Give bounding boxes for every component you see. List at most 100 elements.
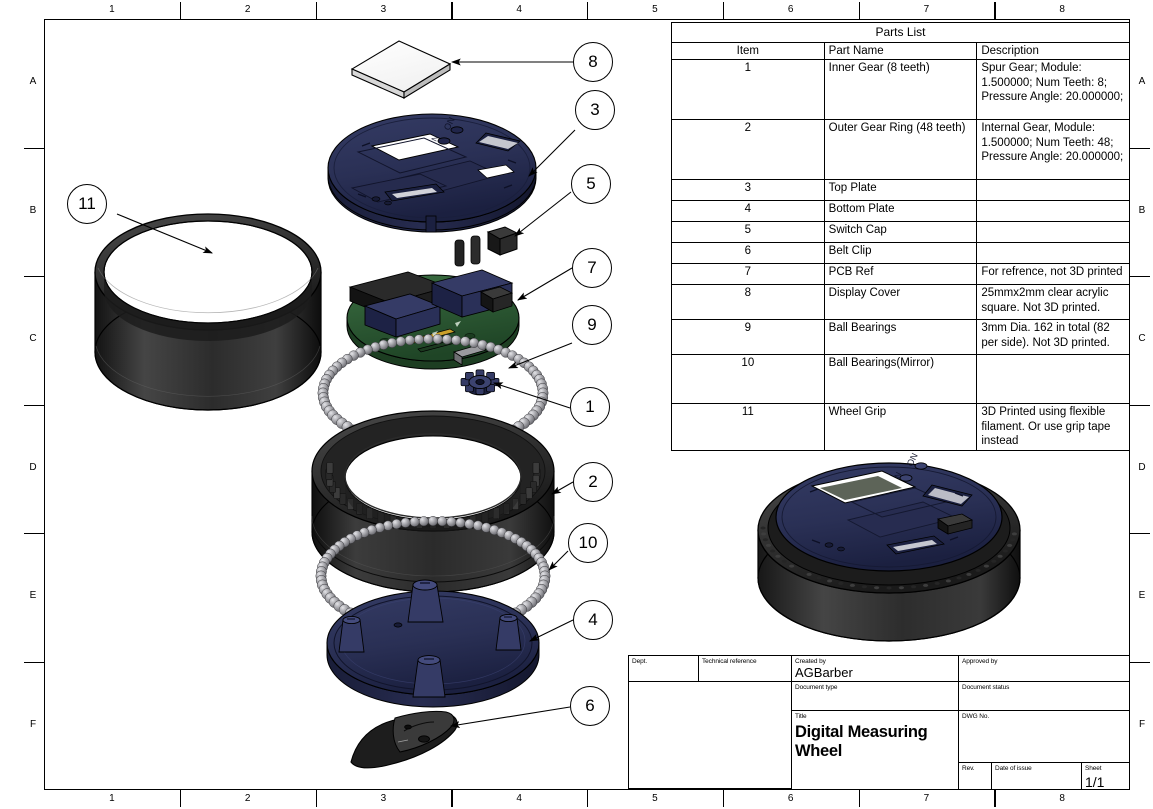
balloon-5[interactable]: 5 xyxy=(571,164,611,204)
column-header-description: Description xyxy=(976,41,1130,61)
field-document-type: Document type xyxy=(792,682,959,711)
cell-part-name: Inner Gear (8 teeth) xyxy=(823,59,978,121)
cell-part-name: Ball Bearings(Mirror) xyxy=(823,354,978,405)
cell-description xyxy=(976,242,1130,265)
zone-tick-vertical xyxy=(858,2,860,19)
zone-label-F-right: F xyxy=(1138,718,1146,730)
zone-tick-vertical xyxy=(587,2,589,19)
zone-label-8-top: 8 xyxy=(1059,4,1065,15)
cell-description: 3mm Dia. 162 in total (82 per side). Not… xyxy=(976,319,1130,356)
zone-label-E-left: E xyxy=(29,590,37,602)
zone-label-3-top: 3 xyxy=(380,4,387,15)
balloon-8[interactable]: 8 xyxy=(573,42,613,82)
zone-label-1-top: 1 xyxy=(109,4,115,15)
balloon-6[interactable]: 6 xyxy=(570,686,610,726)
zone-tick-horizontal xyxy=(1130,404,1150,406)
zone-label-D-left: D xyxy=(29,461,37,473)
zone-label-5-bottom: 5 xyxy=(652,793,658,804)
zone-tick-vertical xyxy=(315,790,317,807)
zone-label-7-bottom: 7 xyxy=(923,793,930,804)
cell-item-number: 9 xyxy=(671,319,825,356)
cell-item-number: 3 xyxy=(671,179,825,202)
zone-tick-vertical xyxy=(994,2,996,19)
zone-label-7-top: 7 xyxy=(923,4,930,15)
column-header-item: Item xyxy=(671,41,825,61)
cell-item-number: 1 xyxy=(671,59,825,121)
zone-tick-vertical xyxy=(451,2,453,19)
zone-label-2-top: 2 xyxy=(244,4,251,15)
zone-label-C-left: C xyxy=(29,333,37,345)
zone-tick-vertical xyxy=(179,2,182,19)
field-dwg-no: DWG No. xyxy=(959,711,1129,763)
zone-tick-horizontal xyxy=(24,533,44,535)
cell-description: 3D Printed using flexible filament. Or u… xyxy=(976,403,1130,451)
cell-part-name: Top Plate xyxy=(823,179,978,202)
balloon-1[interactable]: 1 xyxy=(570,387,610,427)
cell-description: Spur Gear; Module: 1.500000; Num Teeth: … xyxy=(976,59,1130,121)
cell-item-number: 11 xyxy=(671,403,825,451)
zone-label-6-top: 6 xyxy=(787,4,794,15)
zone-label-4-bottom: 4 xyxy=(516,793,522,804)
zone-label-8-bottom: 8 xyxy=(1059,793,1065,804)
zone-tick-horizontal xyxy=(24,661,44,663)
cell-item-number: 10 xyxy=(671,354,825,405)
zone-tick-vertical xyxy=(587,790,589,807)
cell-part-name: Bottom Plate xyxy=(823,200,978,223)
cell-item-number: 6 xyxy=(671,242,825,265)
zone-label-C-right: C xyxy=(1138,333,1146,345)
zone-label-A-right: A xyxy=(1138,76,1146,88)
cell-part-name: Ball Bearings xyxy=(823,319,978,356)
balloon-2[interactable]: 2 xyxy=(573,462,613,502)
zone-label-B-right: B xyxy=(1138,204,1146,216)
field-date-of-issue: Date of issue xyxy=(992,763,1082,789)
field-title: Title Digital Measuring Wheel xyxy=(792,711,959,789)
field-sheet: Sheet 1/1 xyxy=(1082,763,1129,789)
zone-label-F-left: F xyxy=(29,718,37,730)
balloon-7[interactable]: 7 xyxy=(572,248,612,288)
balloon-11[interactable]: 11 xyxy=(67,184,107,224)
cell-description: Internal Gear, Module: 1.500000; Num Tee… xyxy=(976,119,1130,181)
title-block: Dept. Technical reference Created by AGB… xyxy=(628,655,1130,790)
balloon-9[interactable]: 9 xyxy=(572,305,612,345)
zone-tick-horizontal xyxy=(1130,533,1150,535)
cell-item-number: 8 xyxy=(671,284,825,321)
field-approved-by: Approved by xyxy=(959,656,1129,682)
parts-list-header-row: Item Part Name Description xyxy=(671,41,1130,61)
sheet-number-value: 1/1 xyxy=(1085,774,1105,789)
field-rev: Rev. xyxy=(959,763,992,789)
cell-item-number: 7 xyxy=(671,263,825,286)
zone-tick-vertical xyxy=(179,790,182,807)
column-header-part-name: Part Name xyxy=(823,41,978,61)
zone-tick-horizontal xyxy=(24,147,44,149)
balloon-4[interactable]: 4 xyxy=(573,600,613,640)
cell-part-name: Outer Gear Ring (48 teeth) xyxy=(823,119,978,181)
cell-item-number: 4 xyxy=(671,200,825,223)
zone-tick-vertical xyxy=(858,790,860,807)
zone-tick-horizontal xyxy=(1130,661,1150,663)
field-document-status: Document status xyxy=(959,682,1129,711)
field-dept: Dept. xyxy=(629,656,699,682)
balloon-10[interactable]: 10 xyxy=(568,523,608,563)
zone-tick-horizontal xyxy=(24,276,44,278)
drawing-title-value: Digital Measuring Wheel xyxy=(795,723,928,761)
zone-label-3-bottom: 3 xyxy=(380,793,387,804)
cell-description xyxy=(976,200,1130,223)
balloon-3[interactable]: 3 xyxy=(575,90,615,130)
zone-tick-vertical xyxy=(315,2,317,19)
zone-label-A-left: A xyxy=(29,76,37,88)
cell-part-name: Belt Clip xyxy=(823,242,978,265)
zone-tick-horizontal xyxy=(1130,147,1150,149)
parts-list-head: Parts List Item Part Name Description xyxy=(671,22,1130,61)
cell-description: For refrence, not 3D printed xyxy=(976,263,1130,286)
field-technical-reference: Technical reference xyxy=(699,656,792,682)
